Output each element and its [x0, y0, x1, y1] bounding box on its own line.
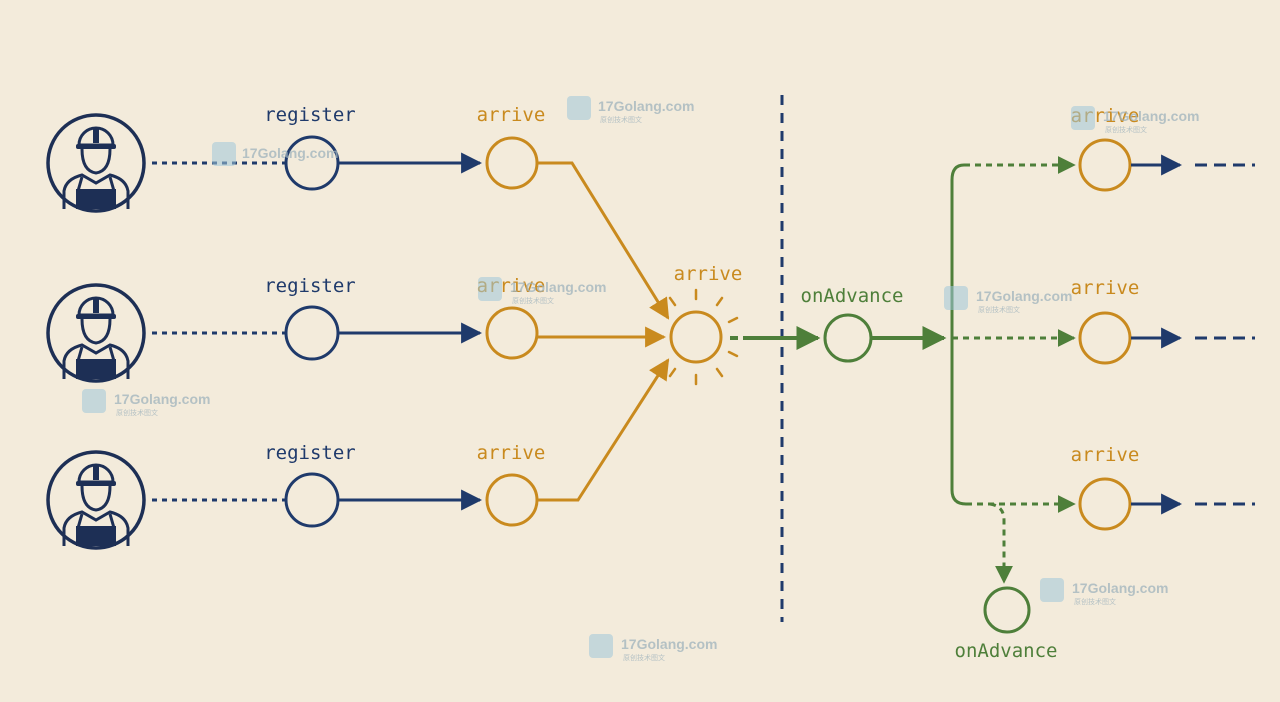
next-arrive-label: arrive [1071, 277, 1140, 299]
watermark: 17Golang.com 原创技术图文 [944, 286, 1072, 314]
register-label: register [264, 442, 356, 464]
watermark-text: 17Golang.com [510, 279, 606, 295]
watermark: 17Golang.com 原创技术图文 [478, 277, 606, 305]
watermark-text: 17Golang.com [976, 288, 1072, 304]
final-on-advance-node [983, 586, 1031, 634]
burst-icon [668, 288, 739, 386]
arrive-node [485, 136, 539, 190]
distribution-trunk [950, 163, 967, 506]
watermark-logo-icon [478, 277, 502, 301]
watermark: 17Golang.com [212, 142, 338, 166]
next-arrive-node [1078, 477, 1132, 531]
watermark: 17Golang.com 原创技术图文 [567, 96, 694, 124]
watermark: 17Golang.com 原创技术图文 [82, 389, 210, 417]
register-label: register [264, 275, 356, 297]
watermark-logo-icon [567, 96, 591, 120]
worker-avatar-icon [46, 283, 146, 383]
worker-avatar-icon [46, 113, 146, 213]
central-arrive-node [669, 310, 723, 364]
next-arrive-label: arrive [1071, 444, 1140, 466]
converge-arrow [538, 358, 670, 502]
watermark-logo-icon [589, 634, 613, 658]
arrive-label: arrive [477, 442, 546, 464]
final-on-advance-label: onAdvance [955, 640, 1058, 662]
on-advance-node [823, 313, 873, 363]
arrive-node [485, 306, 539, 360]
watermark-logo-icon [1071, 106, 1095, 130]
watermark-subtitle: 原创技术图文 [600, 115, 642, 124]
watermark-text: 17Golang.com [621, 636, 717, 652]
next-arrive-node [1078, 311, 1132, 365]
arrive-node [485, 473, 539, 527]
watermark-subtitle: 原创技术图文 [116, 408, 158, 417]
watermark: 17Golang.com 原创技术图文 [1040, 578, 1168, 606]
watermark-text: 17Golang.com [242, 145, 338, 161]
next-arrive-node [1078, 138, 1132, 192]
watermark-text: 17Golang.com [1103, 108, 1199, 124]
worker-avatar-icon [46, 450, 146, 550]
on-advance-label: onAdvance [801, 285, 904, 307]
register-label: register [264, 104, 356, 126]
arrive-label: arrive [477, 104, 546, 126]
watermark-logo-icon [212, 142, 236, 166]
watermark: 17Golang.com 原创技术图文 [589, 634, 717, 662]
register-node [284, 472, 340, 528]
final-advance-branch [989, 502, 1013, 584]
watermark-subtitle: 原创技术图文 [978, 305, 1020, 314]
watermark-subtitle: 原创技术图文 [1105, 125, 1147, 134]
register-node [284, 305, 340, 361]
converge-arrow [538, 161, 670, 320]
watermark: 17Golang.com 原创技术图文 [1071, 106, 1199, 134]
watermark-logo-icon [82, 389, 106, 413]
watermark-logo-icon [1040, 578, 1064, 602]
watermark-logo-icon [944, 286, 968, 310]
watermark-text: 17Golang.com [1072, 580, 1168, 596]
central-arrive-label: arrive [674, 263, 743, 285]
watermark-subtitle: 原创技术图文 [512, 296, 554, 305]
watermark-text: 17Golang.com [114, 391, 210, 407]
watermark-text: 17Golang.com [598, 98, 694, 114]
watermark-subtitle: 原创技术图文 [1074, 597, 1116, 606]
watermark-subtitle: 原创技术图文 [623, 653, 665, 662]
